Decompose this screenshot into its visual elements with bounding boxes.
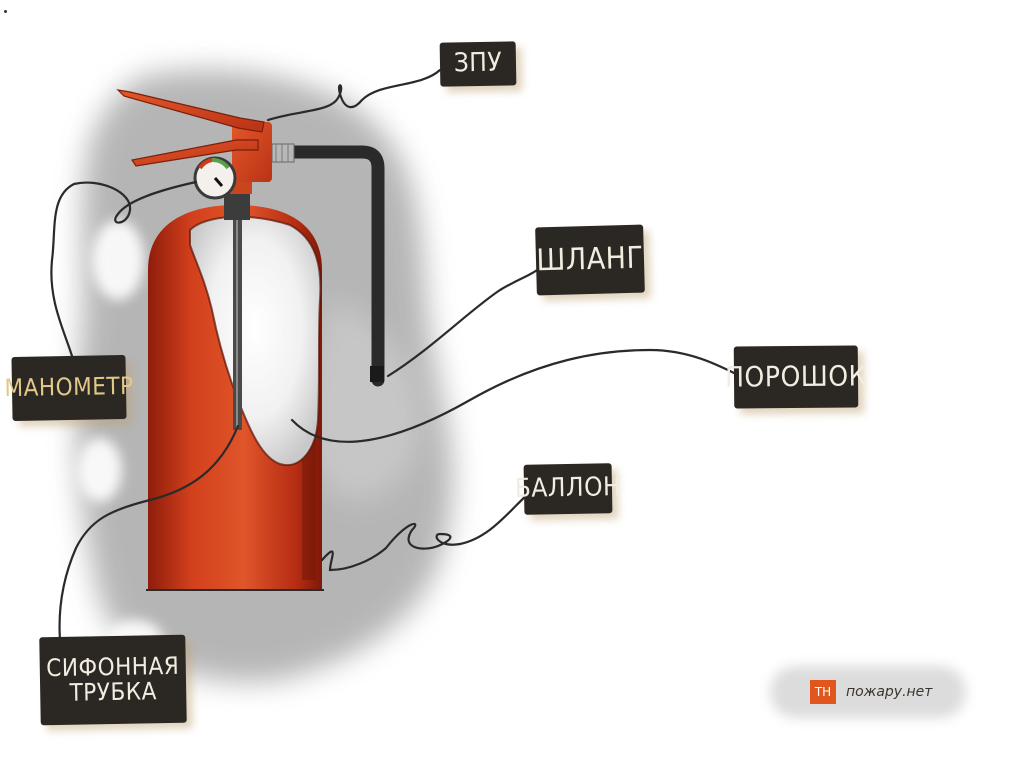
leader-manometr <box>50 180 198 358</box>
label-poroshok: ПОРОШОК <box>725 345 867 409</box>
label-ballon: БАЛЛОН <box>515 463 621 515</box>
leader-ballon <box>320 492 530 572</box>
hose <box>283 145 385 387</box>
label-poroshok-text: ПОРОШОК <box>724 359 868 394</box>
leader-sifon <box>58 424 240 642</box>
brand-logo-text: ТН <box>814 685 832 699</box>
stray-dot <box>4 10 7 13</box>
leader-lines <box>50 68 742 642</box>
label-zpu: ЗПУ <box>439 41 517 87</box>
powder-cutaway <box>190 216 321 466</box>
leader-shlang <box>386 266 542 378</box>
powder-cutaway-edge <box>189 215 322 467</box>
brand-site-link[interactable]: пожару.нет <box>846 684 933 700</box>
brand-logo: ТН <box>810 680 836 704</box>
valve-body <box>232 122 272 182</box>
valve-neck <box>224 192 250 220</box>
label-sifon-line2: ТРУБКА <box>69 677 158 707</box>
label-ballon-text: БАЛЛОН <box>514 472 622 505</box>
gauge-green-zone <box>211 157 230 170</box>
brand-watermark[interactable]: ТН пожару.нет <box>770 666 966 718</box>
hose-nozzle <box>370 366 384 382</box>
label-shlang-text: ШЛАНГ <box>536 240 644 279</box>
label-manometr: МАНОМЕТР <box>4 355 134 421</box>
bottom-handle <box>130 139 259 167</box>
label-sifon: СИФОННАЯ ТРУБКА <box>39 634 187 726</box>
label-shlang: ШЛАНГ <box>535 224 645 296</box>
brand-wash <box>770 666 966 718</box>
top-lever <box>116 89 265 133</box>
leader-poroshok <box>290 348 742 443</box>
label-manometr-text: МАНОМЕТР <box>4 372 134 403</box>
gauge-needle <box>213 177 224 187</box>
siphon-tube-highlight <box>236 210 238 430</box>
label-zpu-text: ЗПУ <box>453 47 503 79</box>
hose-fitting <box>271 143 295 163</box>
gauge-red-zone <box>198 158 213 170</box>
leader-zpu <box>266 68 442 122</box>
